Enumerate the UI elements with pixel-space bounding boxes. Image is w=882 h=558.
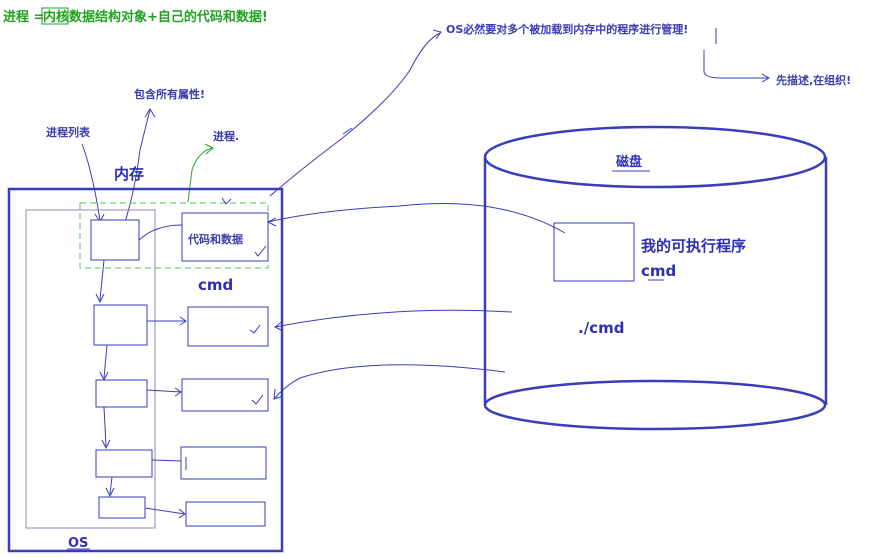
pcb-box-2 [93,304,148,346]
process-arrow [187,147,213,203]
disk-bottom [483,379,827,431]
all-attributes-label: 包含所有属性! [133,87,205,101]
memory-label: 内存 [114,165,144,183]
os-region [25,209,156,529]
cmd-memory-label: cmd [198,276,233,294]
os-label: OS [68,536,88,551]
manage-arrow [269,32,441,197]
code-data-box-5 [185,501,266,527]
process-list-arrow [81,143,101,221]
code-data-label: 代码和数据 [187,232,243,246]
code-data-box-1 [181,212,269,262]
pcb-box-5 [98,496,146,519]
describe-organize-note: 先描述,在组织! [776,73,851,87]
process-list-label: 进程列表 [46,125,91,139]
memory-frame [7,187,284,553]
pcb-box-4 [95,449,153,478]
cmd-disk-label: cmd [641,262,676,280]
title-rest: 数据结构对象+自己的代码和数据! [69,9,268,25]
title-prefix: 进程 = [3,10,44,25]
load-arrow-2 [274,309,513,328]
title-highlight: 内核 [43,9,69,25]
code-data-box-4 [180,446,267,480]
disk-label: 磁盘 [616,154,642,170]
attributes-arrow [124,109,151,223]
load-arrow-1 [267,203,566,234]
pcb-box-1 [90,219,140,261]
load-arrow-3 [274,364,506,399]
executable-box [553,222,635,282]
os-manage-note: OS必然要对多个被加载到内存中的程序进行管理! [446,22,688,36]
pcb-box-3 [95,379,148,408]
process-label: 进程. [213,129,239,143]
code-data-box-2 [187,306,269,347]
highlight-box [41,7,69,25]
executable-label: 我的可执行程序 [641,237,746,255]
run-cmd-label: ./cmd [578,319,624,337]
describe-arrow [703,50,768,79]
disk-top [483,125,827,189]
code-data-box-3 [181,378,269,412]
